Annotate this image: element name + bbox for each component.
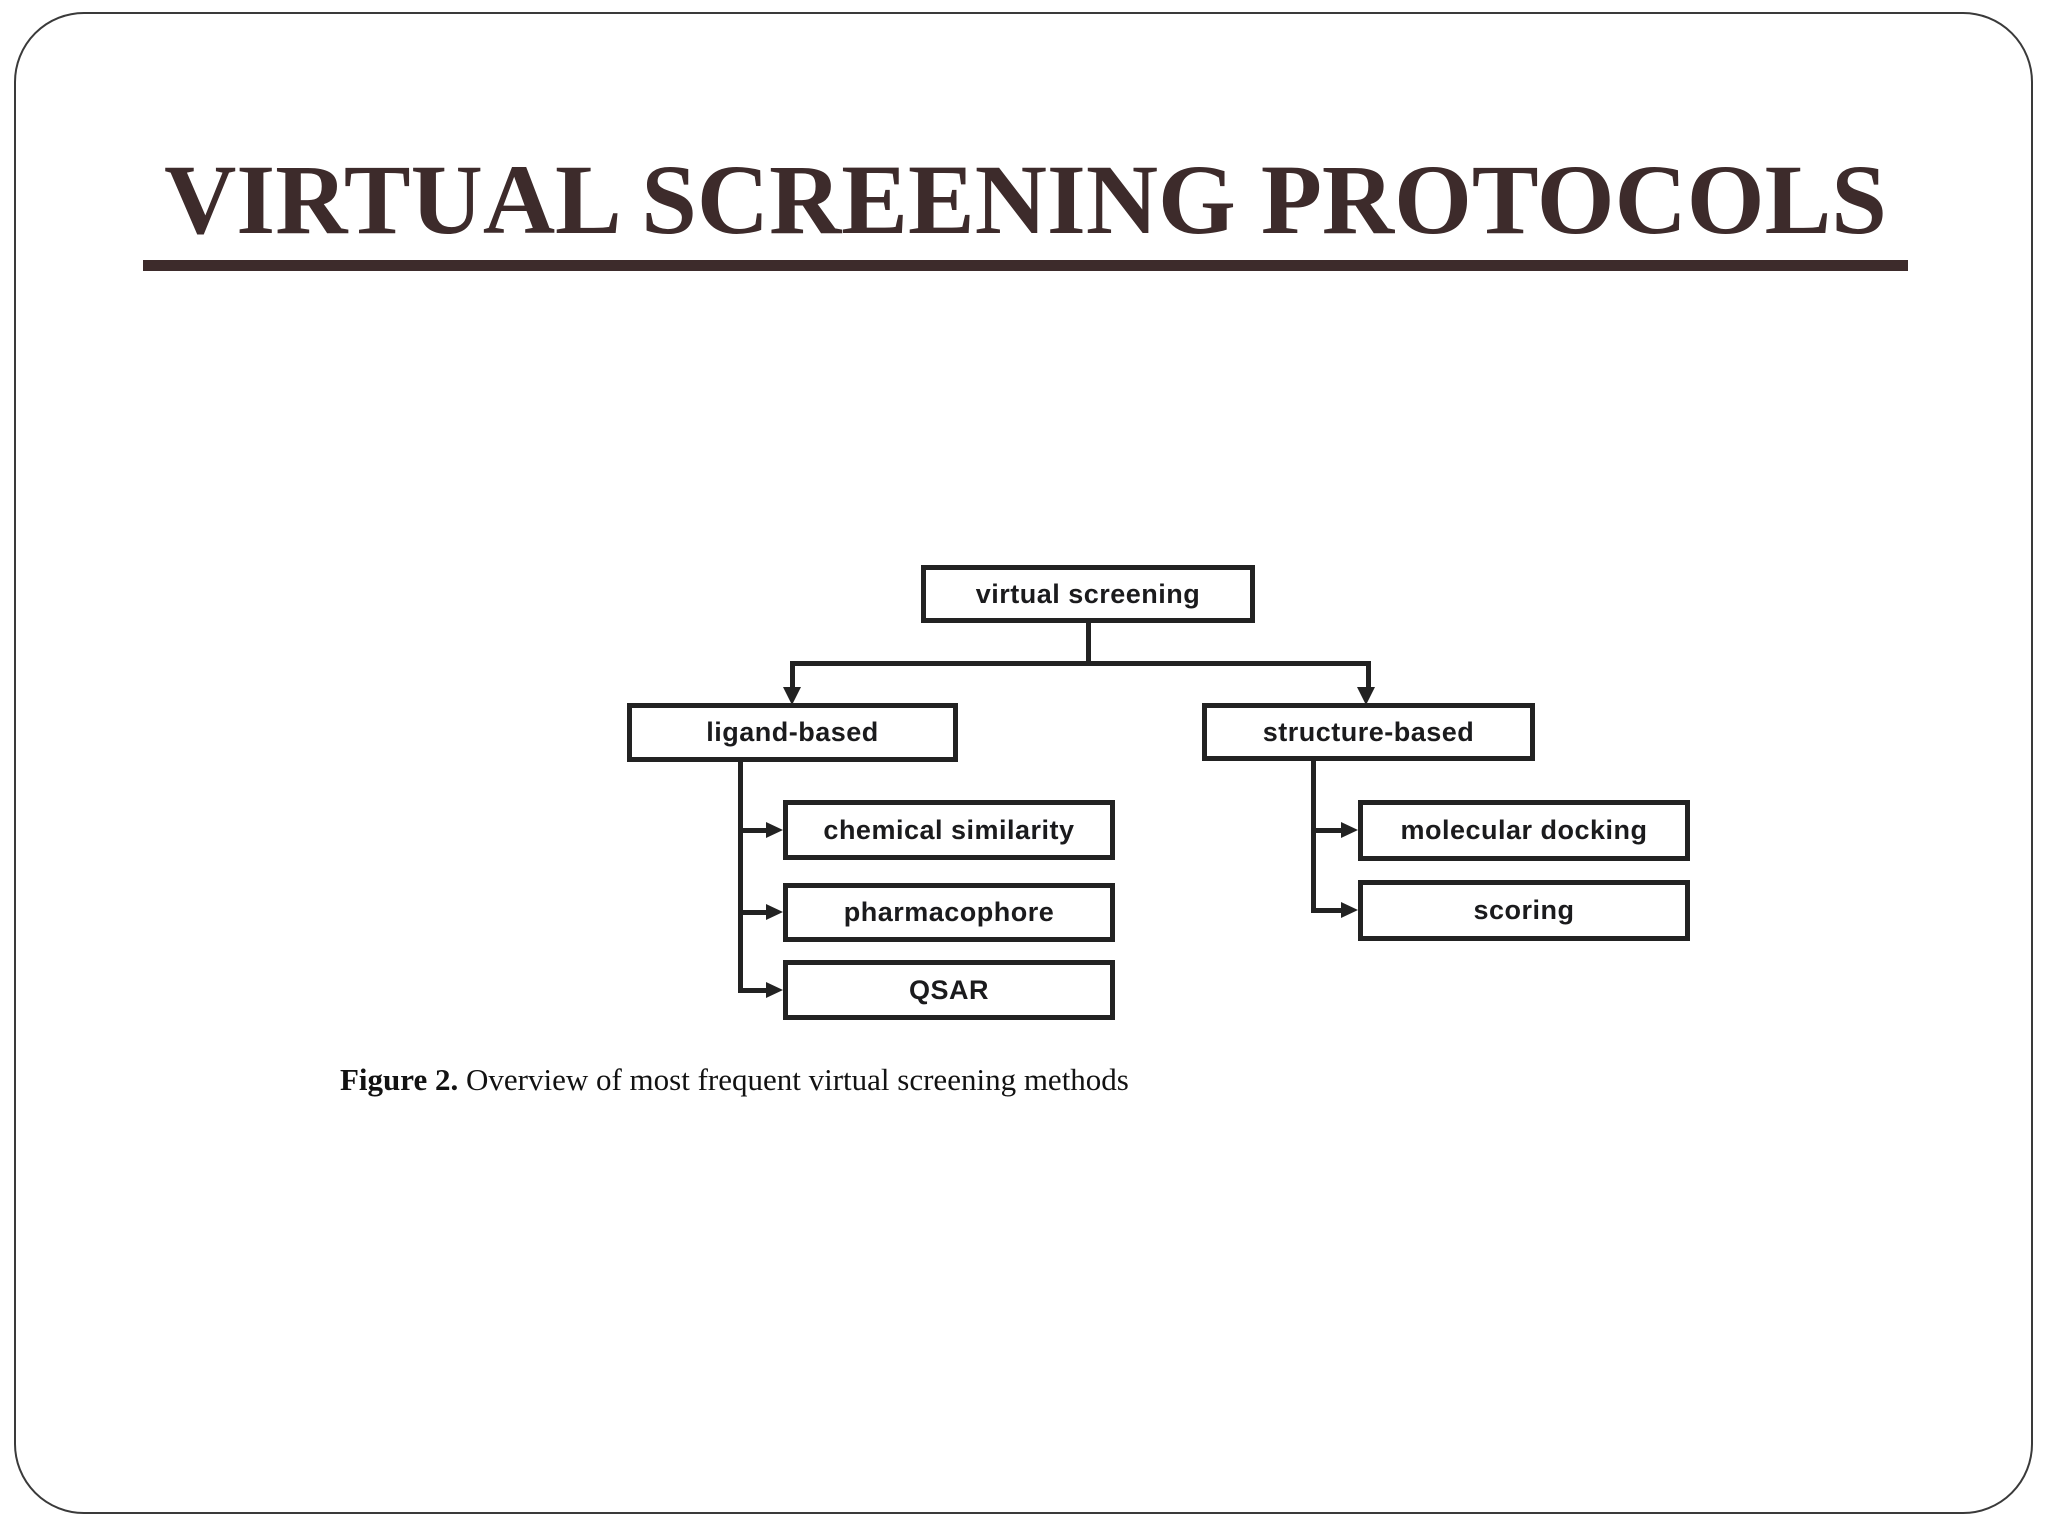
connector-ligand-descender <box>738 760 743 992</box>
arrowhead-down-ligand-based <box>783 687 801 705</box>
node-chemical-similarity: chemical similarity <box>783 800 1115 860</box>
figure-caption: Figure 2. Overview of most frequent virt… <box>340 1062 1129 1098</box>
arrowhead-right-chemical-similarity <box>766 822 783 838</box>
connector-to-pharmacophore <box>738 910 766 915</box>
slide-title: VIRTUAL SCREENING PROTOCOLS <box>143 150 1908 271</box>
figure-caption-label: Figure 2. <box>340 1062 459 1097</box>
connector-to-structure-based <box>1366 661 1371 687</box>
connector-structure-descender <box>1311 759 1316 912</box>
node-structure-based: structure-based <box>1202 703 1535 761</box>
node-ligand-based: ligand-based <box>627 703 958 762</box>
node-pharmacophore: pharmacophore <box>783 883 1115 942</box>
figure-caption-text: Overview of most frequent virtual screen… <box>458 1062 1129 1097</box>
arrowhead-right-molecular-docking <box>1341 822 1358 838</box>
connector-to-qsar <box>738 988 766 993</box>
connector-to-ligand-based <box>790 661 795 687</box>
arrowhead-right-scoring <box>1341 902 1358 918</box>
arrowhead-down-structure-based <box>1357 687 1375 705</box>
connector-to-chemical-similarity <box>738 828 766 833</box>
arrowhead-right-pharmacophore <box>766 904 783 920</box>
connector-root-stem <box>1086 621 1091 666</box>
node-molecular-docking: molecular docking <box>1358 800 1690 861</box>
connector-to-molecular-docking <box>1311 828 1341 833</box>
node-virtual-screening: virtual screening <box>921 565 1255 623</box>
connector-to-scoring <box>1311 908 1341 913</box>
node-qsar: QSAR <box>783 960 1115 1020</box>
node-scoring: scoring <box>1358 880 1690 941</box>
connector-branch-horizontal <box>790 661 1371 666</box>
arrowhead-right-qsar <box>766 982 783 998</box>
